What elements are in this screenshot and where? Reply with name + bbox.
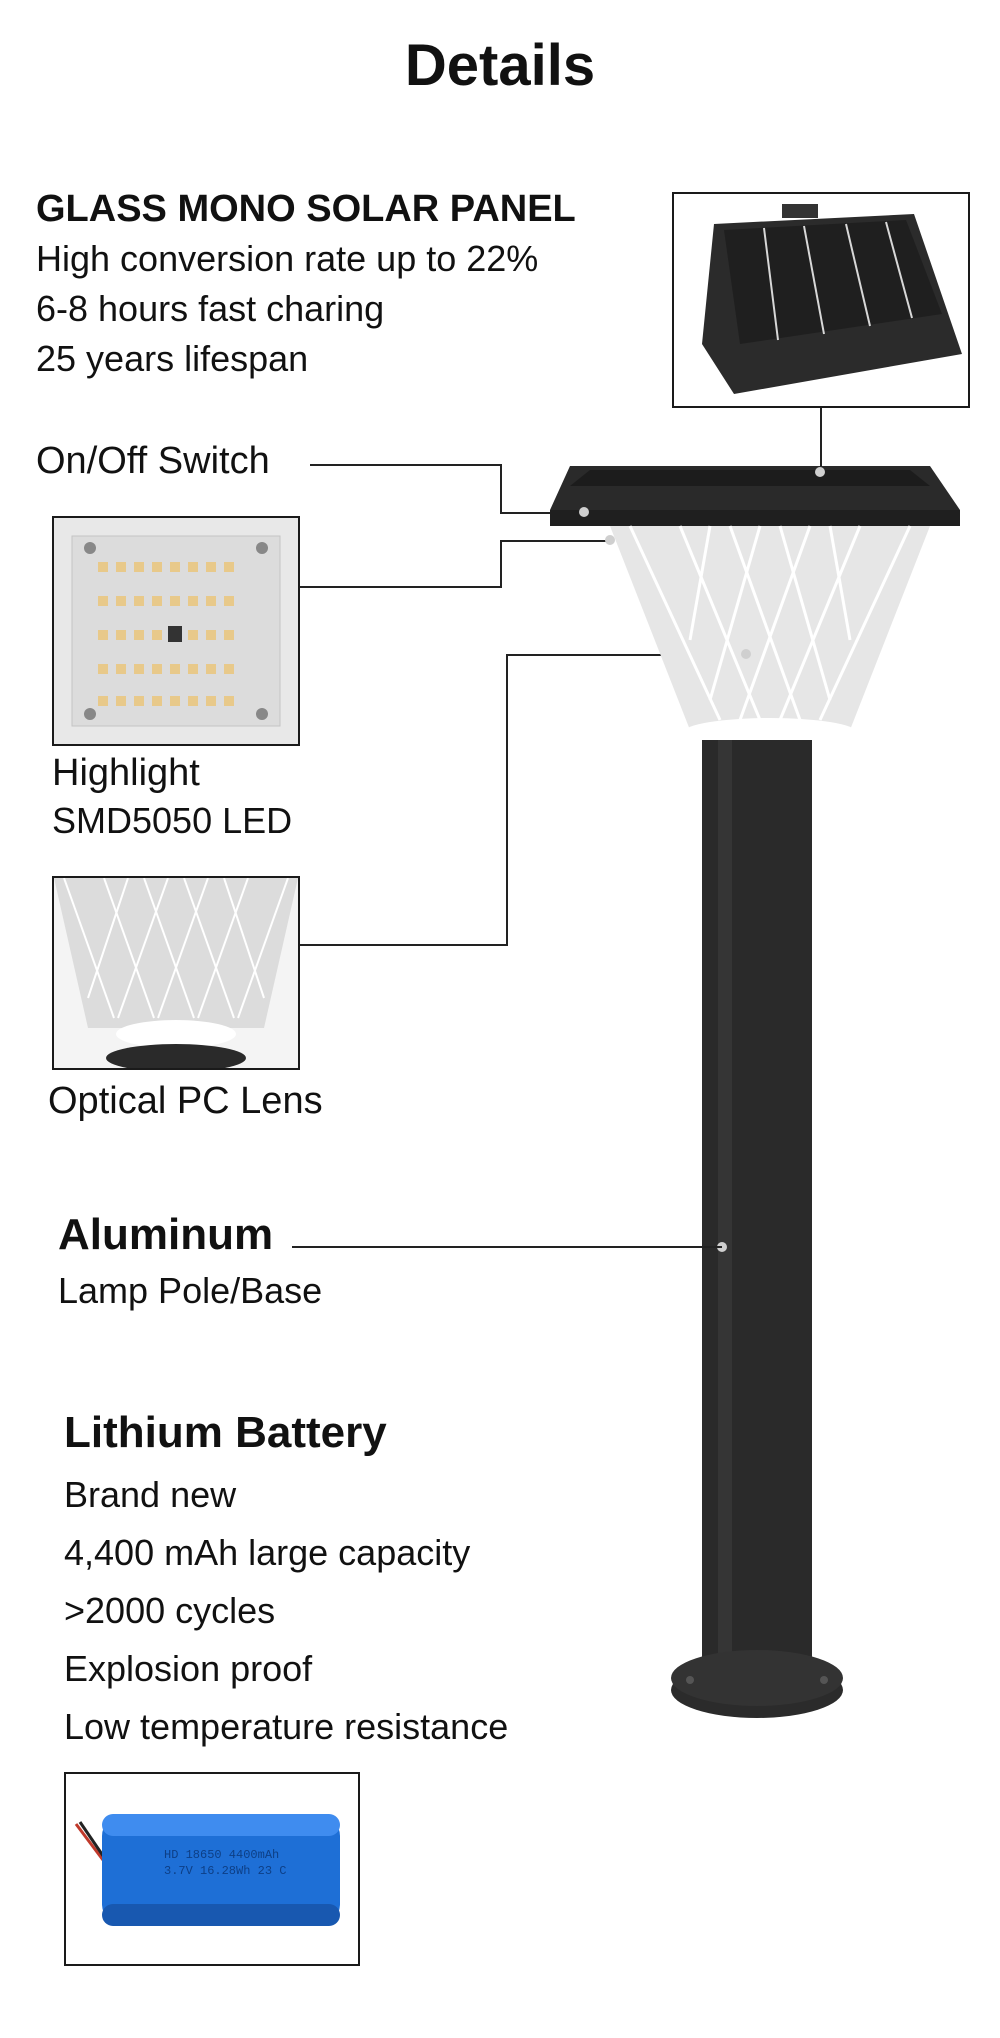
battery-line-3: >2000 cycles	[64, 1590, 276, 1631]
battery-print-1: HD 18650 4400mAh	[164, 1848, 279, 1862]
battery-heading: Lithium Battery	[64, 1408, 387, 1457]
solar-panel-illustration	[702, 204, 962, 394]
battery-line-1: Brand new	[64, 1474, 237, 1515]
battery-line-4: Explosion proof	[64, 1648, 313, 1689]
pole-title: Aluminum	[58, 1210, 274, 1259]
led-board-image	[52, 516, 300, 746]
led-subtitle: SMD5050 LED	[52, 800, 293, 841]
battery-line-2: 4,400 mAh large capacity	[64, 1532, 471, 1573]
battery-illustration: HD 18650 4400mAh 3.7V 16.28Wh 23 C	[74, 1814, 340, 1926]
lens-image	[52, 876, 300, 1070]
pole-subtitle: Lamp Pole/Base	[58, 1270, 323, 1311]
lens-label: Optical PC Lens	[48, 1080, 323, 1122]
battery-print-2: 3.7V 16.28Wh 23 C	[164, 1864, 286, 1878]
battery-line-5: Low temperature resistance	[64, 1706, 509, 1747]
solar-panel-image	[672, 192, 970, 408]
solar-panel-line-2: 6-8 hours fast charing	[36, 288, 385, 329]
battery-image: HD 18650 4400mAh 3.7V 16.28Wh 23 C	[64, 1772, 360, 1966]
solar-panel-line-1: High conversion rate up to 22%	[36, 238, 539, 279]
solar-lamp-illustration	[550, 466, 960, 1718]
page-title: Details	[404, 33, 596, 98]
solar-panel-line-3: 25 years lifespan	[36, 338, 309, 379]
solar-panel-heading: GLASS MONO SOLAR PANEL	[36, 188, 576, 230]
switch-label: On/Off Switch	[36, 440, 270, 482]
lens-illustration	[54, 878, 298, 1068]
led-title: Highlight	[52, 752, 200, 794]
led-board-illustration	[54, 518, 298, 744]
